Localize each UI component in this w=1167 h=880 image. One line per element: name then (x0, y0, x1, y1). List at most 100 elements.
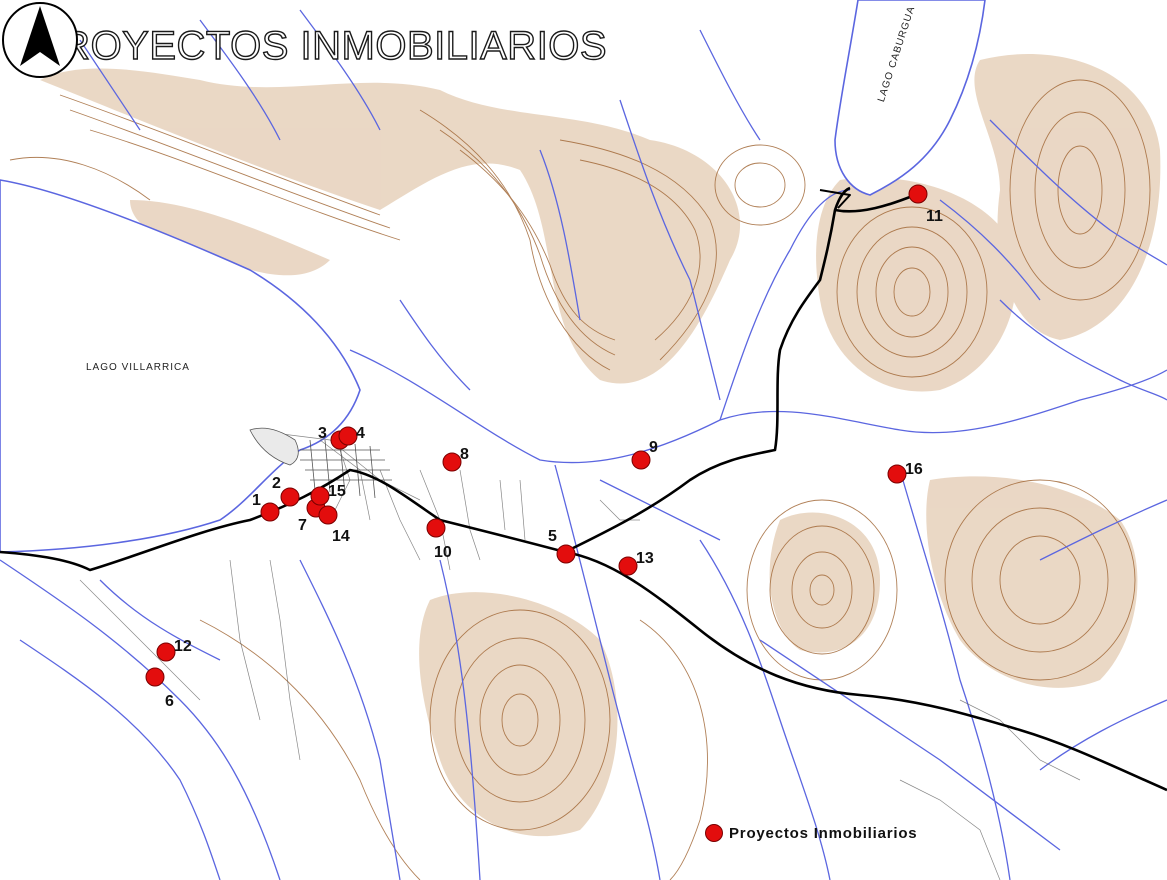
legend-marker-icon (705, 824, 723, 842)
town-street (309, 439, 376, 499)
contour-line (199, 619, 421, 880)
terrain-north (40, 68, 741, 384)
project-marker-6[interactable] (145, 667, 165, 687)
project-marker-2[interactable] (280, 487, 300, 507)
stream (0, 559, 281, 880)
project-label-15: 15 (328, 483, 346, 500)
stream (299, 559, 401, 880)
stream (999, 299, 1167, 401)
contour-line (639, 619, 708, 880)
project-marker-1[interactable] (260, 502, 280, 522)
parcel-line (899, 779, 1001, 880)
stream (539, 149, 581, 321)
project-label-11: 11 (926, 208, 943, 225)
stream (439, 559, 481, 880)
north-arrow-pointer (20, 6, 60, 66)
stream (79, 39, 141, 131)
project-marker-8[interactable] (442, 452, 462, 472)
stream (299, 9, 381, 131)
parcel-line (459, 469, 481, 561)
project-marker-15[interactable] (310, 486, 330, 506)
parcel-line (499, 479, 506, 531)
contour-ring (893, 267, 931, 317)
road-junction (819, 189, 851, 209)
lago-villarrica-shape (0, 179, 361, 553)
contour-line (559, 139, 717, 361)
project-label-9: 9 (649, 439, 658, 456)
contour-ring (429, 609, 611, 831)
contour-ring (746, 499, 898, 681)
river-north (719, 189, 851, 421)
stream (939, 199, 1041, 301)
stream (199, 19, 281, 141)
project-marker-9[interactable] (631, 450, 651, 470)
project-marker-11[interactable] (908, 184, 928, 204)
stream (699, 29, 761, 141)
contour-line (459, 149, 616, 341)
contour-ring (999, 535, 1081, 625)
project-marker-14[interactable] (318, 505, 338, 525)
stream (619, 99, 721, 401)
contour-line (419, 109, 611, 371)
project-label-10: 10 (434, 544, 452, 561)
contour-layer (9, 79, 1151, 880)
contour-ring (1009, 79, 1151, 301)
contour-ring (944, 479, 1136, 681)
project-marker-12[interactable] (156, 642, 176, 662)
parcel-line (379, 469, 421, 561)
contour-line (69, 109, 391, 229)
terrain-west (130, 200, 330, 276)
contour-ring (1034, 111, 1126, 269)
project-label-2: 2 (272, 475, 281, 492)
project-marker-16[interactable] (887, 464, 907, 484)
project-label-16: 16 (905, 461, 923, 478)
contour-line (439, 129, 616, 356)
stream (399, 299, 471, 391)
terrain-northeast (974, 54, 1161, 340)
north-arrow-icon (2, 2, 78, 78)
map-legend: Proyectos Inmobiliarios (705, 824, 917, 842)
contour-line (59, 94, 381, 216)
stream (1039, 699, 1167, 771)
road-to-caburgua (564, 186, 851, 554)
project-label-6: 6 (165, 693, 174, 710)
road-caburgua-east (834, 193, 916, 213)
lago-villarrica-label: LAGO VILLARRICA (86, 362, 190, 373)
river-south (554, 464, 661, 880)
project-marker-13[interactable] (618, 556, 638, 576)
stream (989, 119, 1167, 266)
peninsula (249, 427, 299, 466)
project-label-7: 7 (298, 517, 307, 534)
parcel-line (959, 699, 1081, 781)
terrain-east-hill (816, 177, 1017, 392)
contour-line (579, 159, 701, 341)
stream (599, 479, 721, 541)
parcel-line (79, 579, 201, 701)
lago-caburgua-shape (834, 0, 986, 196)
project-label-4: 4 (356, 425, 365, 442)
contour-ring (836, 206, 988, 378)
stream (99, 579, 221, 661)
contour-ring (1057, 145, 1103, 235)
road-main-southeast (564, 550, 1167, 792)
project-label-3: 3 (318, 425, 327, 442)
stream (19, 639, 221, 880)
project-marker-5[interactable] (556, 544, 576, 564)
contour-ring (791, 551, 853, 629)
contour-ring (714, 144, 806, 226)
project-marker-4[interactable] (338, 426, 358, 446)
stream (699, 539, 831, 880)
contour-ring (809, 574, 835, 606)
project-marker-10[interactable] (426, 518, 446, 538)
town-street (300, 449, 392, 481)
parcel-line (519, 479, 526, 541)
parcel-line (229, 559, 261, 721)
contour-ring (501, 693, 539, 747)
contour-ring (734, 162, 786, 208)
road-main-west (0, 468, 566, 572)
project-label-12: 12 (174, 638, 192, 655)
stream (1039, 499, 1167, 561)
